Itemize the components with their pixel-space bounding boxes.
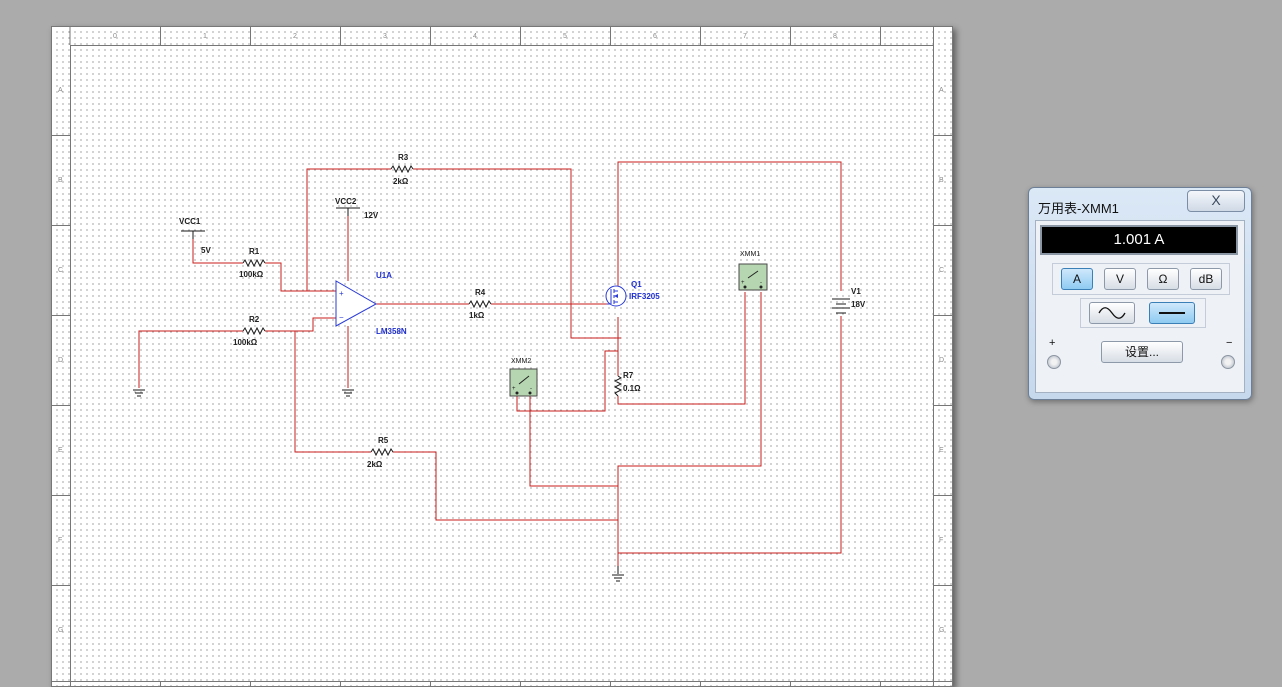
v1-label: V1 xyxy=(851,287,861,296)
dc-button[interactable] xyxy=(1149,302,1195,324)
svg-text:+: + xyxy=(741,280,745,286)
r3-label: R3 xyxy=(398,153,409,162)
multimeter-xmm1[interactable]: + - XMM1 xyxy=(738,251,768,291)
svg-text:−: − xyxy=(339,313,344,322)
q1-label: Q1 xyxy=(631,280,642,289)
col-label: 3 xyxy=(383,33,387,40)
xmm2-label: XMM2 xyxy=(511,358,531,365)
row-label: D xyxy=(58,357,63,364)
ac-button[interactable] xyxy=(1089,302,1135,324)
row-label: G xyxy=(58,627,63,634)
ground-symbol-left[interactable] xyxy=(133,389,145,397)
resistor-r7[interactable]: R7 0.1Ω xyxy=(613,371,641,397)
minus-label: − xyxy=(1226,337,1233,349)
row-label: A xyxy=(939,87,944,94)
r5-value: 2kΩ xyxy=(367,460,383,469)
r3-value: 2kΩ xyxy=(393,177,409,186)
row-label: B xyxy=(939,177,944,184)
close-button[interactable]: X xyxy=(1187,190,1245,212)
dc-line-icon xyxy=(1159,312,1185,314)
ground-symbol-opamp[interactable] xyxy=(342,389,354,397)
r1-label: R1 xyxy=(249,247,260,256)
row-label: G xyxy=(939,627,944,634)
mode-a-button[interactable]: A xyxy=(1061,268,1093,290)
plus-label: + xyxy=(1049,337,1056,349)
row-label: C xyxy=(939,267,944,274)
svg-text:-: - xyxy=(760,280,762,286)
u1-label: U1A xyxy=(376,271,392,280)
svg-text:-: - xyxy=(530,386,532,392)
resistor-r3[interactable]: R3 2kΩ xyxy=(390,153,414,186)
vcc1-source[interactable]: VCC1 5V xyxy=(179,217,211,255)
r4-label: R4 xyxy=(475,288,486,297)
row-label: A xyxy=(58,87,63,94)
resistor-r5[interactable]: R5 2kΩ xyxy=(367,436,394,469)
schematic-canvas[interactable]: 0 1 2 3 4 5 6 7 8 A B C D E F G A B C D … xyxy=(51,26,953,687)
resistor-r4[interactable]: R4 1kΩ xyxy=(468,288,492,320)
mode-group: A V Ω dB xyxy=(1052,263,1230,295)
mode-db-button[interactable]: dB xyxy=(1190,268,1222,290)
u1-part: LM358N xyxy=(376,327,407,336)
negative-terminal[interactable] xyxy=(1221,355,1235,369)
vcc1-label: VCC1 xyxy=(179,217,201,226)
col-label: 4 xyxy=(473,33,477,40)
r2-value: 100kΩ xyxy=(233,338,258,347)
close-icon: X xyxy=(1211,192,1221,208)
col-label: 5 xyxy=(563,33,567,40)
multimeter-panel: 1.001 A A V Ω dB 设置... + − xyxy=(1035,220,1245,393)
row-label: D xyxy=(939,357,944,364)
reading-display: 1.001 A xyxy=(1040,225,1238,255)
vcc2-source[interactable]: VCC2 12V xyxy=(335,197,379,220)
row-label: B xyxy=(58,177,63,184)
row-labels: A B C D E F G A B C D E F G xyxy=(58,87,944,634)
col-label: 2 xyxy=(293,33,297,40)
multimeter-xmm2[interactable]: + - XMM2 xyxy=(509,358,538,397)
col-label: 1 xyxy=(203,33,207,40)
ac-wave-icon xyxy=(1098,307,1126,319)
row-label: C xyxy=(58,267,63,274)
column-labels: 0 1 2 3 4 5 6 7 8 xyxy=(113,33,837,40)
q1-part: IRF3205 xyxy=(629,292,660,301)
positive-terminal[interactable] xyxy=(1047,355,1061,369)
col-label: 6 xyxy=(653,33,657,40)
svg-text:+: + xyxy=(512,386,516,392)
r2-label: R2 xyxy=(249,315,260,324)
r5-label: R5 xyxy=(378,436,389,445)
signal-group xyxy=(1080,298,1206,328)
vcc2-value: 12V xyxy=(364,211,379,220)
sheet-border xyxy=(51,26,953,687)
window-title: 万用表-XMM1 xyxy=(1038,201,1119,216)
mosfet-q1[interactable]: Q1 IRF3205 xyxy=(605,280,660,307)
ground-symbol-bottom[interactable] xyxy=(612,566,624,582)
mode-v-button[interactable]: V xyxy=(1104,268,1136,290)
xmm1-label: XMM1 xyxy=(740,251,760,258)
v1-value: 18V xyxy=(851,300,866,309)
r7-label: R7 xyxy=(623,371,634,380)
wires[interactable] xyxy=(138,161,842,574)
battery-v1[interactable]: V1 18V xyxy=(832,287,866,314)
multimeter-window[interactable]: 万用表-XMM1 X 1.001 A A V Ω dB 设置... + − xyxy=(1028,187,1252,400)
r4-value: 1kΩ xyxy=(469,311,485,320)
svg-text:+: + xyxy=(339,289,344,298)
col-label: 7 xyxy=(743,33,747,40)
row-label: F xyxy=(58,537,62,544)
mode-ohm-button[interactable]: Ω xyxy=(1147,268,1179,290)
vcc2-label: VCC2 xyxy=(335,197,357,206)
resistor-r2[interactable]: R2 100kΩ xyxy=(233,315,266,347)
r7-value: 0.1Ω xyxy=(623,384,641,393)
vcc1-value: 5V xyxy=(201,246,211,255)
resistor-r1[interactable]: R1 100kΩ xyxy=(239,247,266,279)
r1-value: 100kΩ xyxy=(239,270,264,279)
opamp-u1a[interactable]: + − U1A LM358N xyxy=(335,271,407,336)
row-label: F xyxy=(939,537,943,544)
col-label: 8 xyxy=(833,33,837,40)
row-label: E xyxy=(58,447,63,454)
settings-button[interactable]: 设置... xyxy=(1101,341,1183,363)
col-label: 0 xyxy=(113,33,117,40)
row-label: E xyxy=(939,447,944,454)
schematic-sheet[interactable]: 0 1 2 3 4 5 6 7 8 A B C D E F G A B C D … xyxy=(51,26,953,687)
